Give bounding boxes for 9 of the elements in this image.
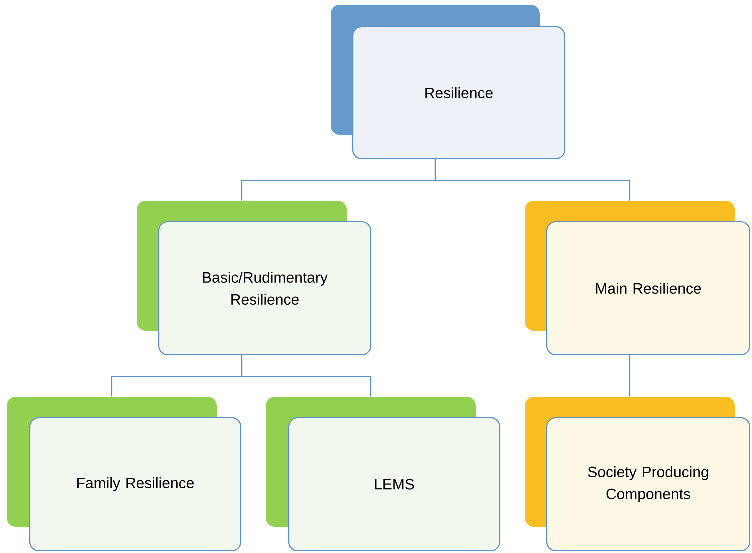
org-chart-box: LEMS <box>266 396 501 552</box>
org-chart-box: Society Producing Components <box>525 396 751 552</box>
connector-line <box>434 160 631 201</box>
org-chart-box: Main Resilience <box>525 201 751 356</box>
org-chart-box: Resilience <box>331 4 566 160</box>
connector-line <box>241 356 372 397</box>
org-chart-box: Basic/Rudimentary Resilience <box>137 201 372 356</box>
connector-line <box>629 356 631 397</box>
org-chart-box: Family Resilience <box>7 396 242 552</box>
